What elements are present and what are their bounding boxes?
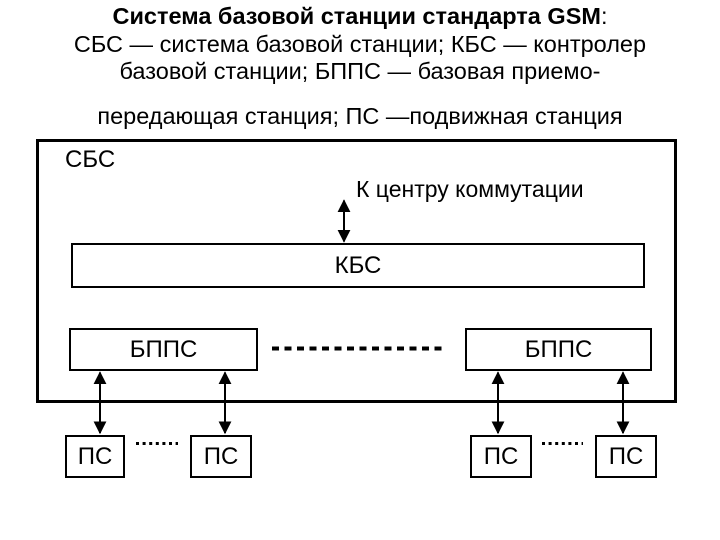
kbs-box: КБС	[71, 243, 645, 288]
caption-line-1-tail: :	[600, 3, 608, 29]
caption-line-2: СБС — система базовой станции; КБС — кон…	[73, 30, 647, 57]
bts-box-right: БППС	[465, 328, 652, 371]
sbs-outer-box: СБС	[36, 139, 677, 403]
ms-box-2-label: ПС	[203, 442, 239, 470]
bts-right-label: БППС	[524, 335, 593, 363]
ms-box-1: ПС	[65, 435, 125, 478]
bts-left-label: БППС	[129, 335, 198, 363]
caption-line-1-bold: Система базовой станции стандарта GSM	[112, 3, 601, 29]
ms-box-4: ПС	[595, 435, 657, 478]
ms-box-4-label: ПС	[608, 442, 644, 470]
kbs-label: КБС	[334, 251, 382, 279]
ms-box-1-label: ПС	[77, 442, 113, 470]
sbs-label: СБС	[65, 146, 116, 173]
bts-box-left: БППС	[69, 328, 258, 371]
caption: Система базовой станции стандарта GSM: С…	[0, 3, 720, 130]
caption-line-4: передающая станция; ПС —подвижная станци…	[97, 102, 623, 129]
ms-box-2: ПС	[190, 435, 252, 478]
ms-box-3-label: ПС	[483, 442, 519, 470]
ms-box-3: ПС	[470, 435, 532, 478]
msc-link-label: К центру коммутации	[356, 176, 584, 202]
caption-line-3: базовой станции; БППС — базовая приемо-	[119, 58, 601, 84]
caption-line-1: Система базовой станции стандарта GSM:	[0, 3, 720, 31]
